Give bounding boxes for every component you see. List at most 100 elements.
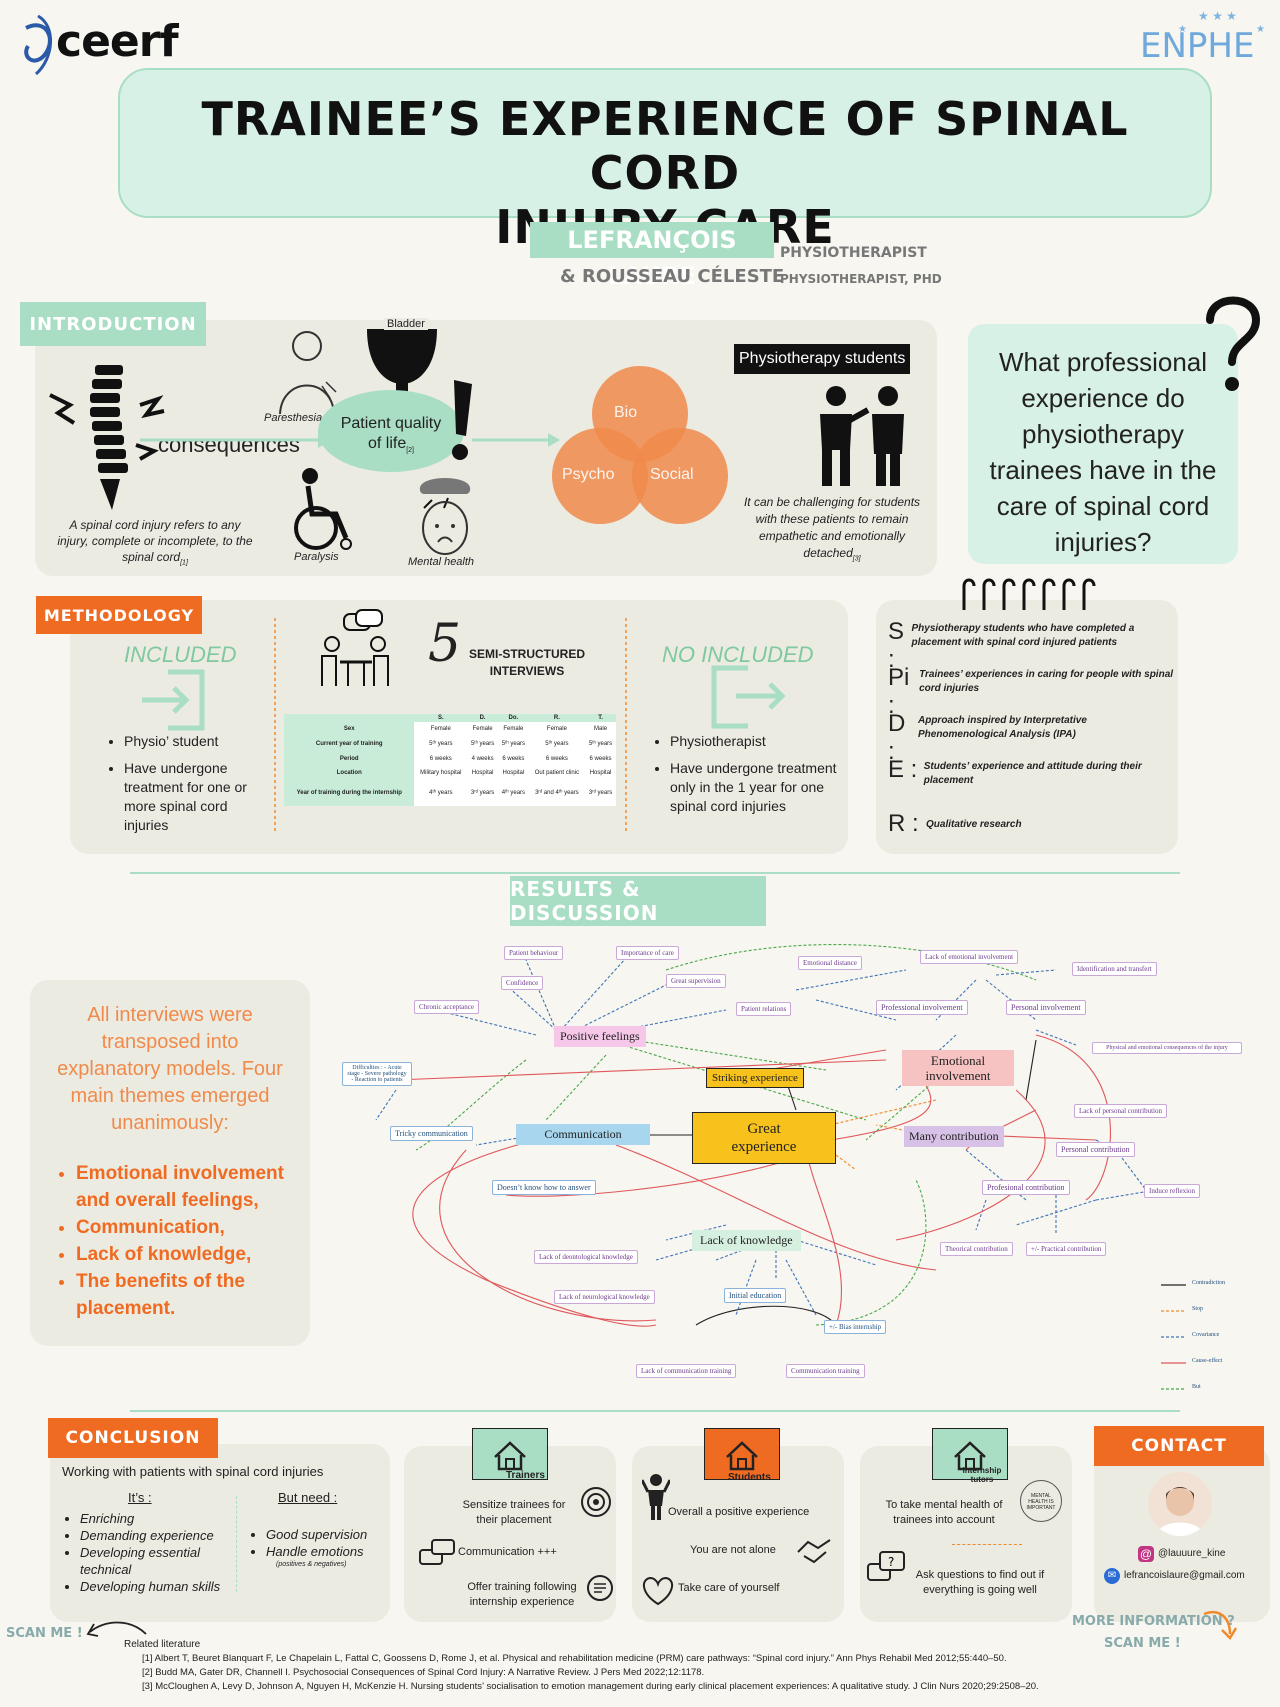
table-cell: Hospital	[502, 770, 525, 776]
mental-health-label: Mental health	[408, 556, 475, 568]
spider-row: S : Physiotherapy students who have comp…	[888, 618, 1178, 673]
node-tricky-communication: Tricky communication	[390, 1126, 473, 1141]
table-row: Location Military hospital Hospital Hosp…	[284, 766, 616, 780]
node-physical-emotional: Physical and emotional consequences of t…	[1092, 1042, 1242, 1054]
table-cell: 5ᵗʰ years	[429, 741, 453, 747]
consequences-label: consequences	[158, 432, 300, 457]
themes-list: Emotional involvement and overall feelin…	[58, 1160, 320, 1322]
its-item: Developing essential technical	[80, 1544, 250, 1578]
node-personal-involvement: Personal involvement	[1006, 1000, 1086, 1015]
exit-icon	[711, 665, 786, 729]
person-paresthesia-icon	[279, 331, 337, 415]
table-header: D.	[479, 715, 486, 721]
mental-health-stamp: MENTAL HEALTH IS IMPORTANT	[1020, 1480, 1062, 1522]
email-address[interactable]: lefrancoislaure@gmail.com	[1124, 1570, 1245, 1581]
spider-value: Qualitative research	[926, 819, 1022, 830]
divider-right	[625, 618, 627, 834]
node-emotional-line-1: Emotional	[930, 1053, 986, 1068]
legend-label: Covariance	[1192, 1332, 1220, 1338]
theme-item: Lack of knowledge,	[76, 1241, 320, 1268]
legend-label: Cause-effect	[1192, 1358, 1223, 1364]
question-mark-icon	[1206, 296, 1261, 391]
spider-value: Trainees’ experiences in caring for peop…	[919, 669, 1174, 694]
contact-tag: CONTACT	[1094, 1426, 1264, 1466]
paresthesia-label: Paresthesia	[264, 412, 323, 424]
research-question-box: What professional experience do physioth…	[968, 324, 1238, 564]
table-cell: Location	[284, 766, 415, 780]
handshake-icon	[797, 1539, 831, 1564]
spider-row: Pi : Trainees’ experiences in caring for…	[888, 664, 1178, 719]
results-intro: All interviews were transposed into expl…	[57, 1004, 283, 1134]
interviews-label: SEMI-STRUCTURED INTERVIEWS	[469, 647, 585, 678]
svg-text:★: ★	[1256, 24, 1265, 35]
excluded-list: Physiotherapist Have undergone treatment…	[654, 732, 840, 816]
conclusion-tag: CONCLUSION	[48, 1418, 218, 1458]
excluded-title: NO INCLUDED	[662, 642, 814, 667]
student-patient-icon	[820, 386, 904, 486]
spine-caption: A spinal cord injury refers to any injur…	[55, 517, 255, 571]
instagram-handle[interactable]: @lauuure_kine	[1158, 1548, 1226, 1559]
need-title: But need :	[278, 1490, 338, 1505]
its-title: It’s :	[128, 1490, 152, 1505]
author-2: & ROUSSEAU CÉLESTE	[560, 266, 785, 287]
node-difficulties: Difficulties : - Acute stage - Severe pa…	[342, 1062, 412, 1086]
presentation-icon	[587, 1575, 613, 1601]
mental-health-head-icon	[419, 478, 471, 555]
table-cell: 3ʳᵈ years	[588, 790, 613, 796]
students-badge	[704, 1428, 780, 1480]
node-patient-relations: Patient relations	[736, 1002, 792, 1016]
spider-value: Approach inspired by Interpretative Phen…	[917, 715, 1087, 740]
node-striking-experience: Striking experience	[706, 1068, 804, 1088]
table-cell: Female	[503, 726, 524, 732]
node-lack-deontological: Lack of deontological knowledge	[534, 1250, 638, 1264]
legend	[1161, 1284, 1186, 1390]
methodology-tag: METHODOLOGY	[36, 596, 202, 634]
participants-table: S. D. Do. R. T. Sex Female Female Female…	[284, 714, 616, 806]
trainers-text-1: Sensitize trainees for their placement	[462, 1499, 566, 1526]
students-text-1: Overall a positive experience	[668, 1506, 810, 1518]
table-cell: 4ᵗʰ years	[501, 790, 526, 796]
table-cell: 3ʳᵈ years	[470, 790, 495, 796]
target-icon	[581, 1487, 611, 1517]
celebrate-person-icon	[642, 1474, 670, 1520]
table-cell: Year of training during the internship	[284, 780, 415, 806]
tutors-badge	[932, 1428, 1008, 1480]
node-induce-reflexion: Induce reflexion	[1144, 1184, 1201, 1198]
node-great-supervision: Great supervision	[666, 974, 726, 988]
chat-bubbles-icon	[419, 1539, 455, 1565]
trainers-badge	[472, 1428, 548, 1480]
node-great-line-1: Great	[747, 1121, 781, 1137]
excluded-item: Physiotherapist	[670, 732, 840, 751]
node-professional-involvement: Professional involvement	[876, 1000, 968, 1015]
literature-title: Related literature	[124, 1639, 201, 1650]
node-communication: Communication	[516, 1124, 650, 1145]
included-title: INCLUDED	[124, 642, 237, 667]
node-professional-contribution: Profesional contribution	[982, 1180, 1070, 1195]
title-line-1: TRAINEE’S EXPERIENCE OF SPINAL CORD	[201, 92, 1129, 200]
qol-line-2-wrap: of life[2]	[318, 434, 464, 461]
node-personal-contribution: Personal contribution	[1056, 1142, 1135, 1157]
node-lack-emotional: Lack of emotional involvement	[920, 950, 1019, 964]
enphe-logo: ★ ★ ★ ★ ★ ENPHE	[1138, 9, 1278, 70]
node-bias-internship: +/- Bias internship	[824, 1320, 887, 1334]
spine-caption-text: A spinal cord injury refers to any injur…	[57, 518, 253, 564]
tutors-orange-line	[952, 1544, 1022, 1545]
explanatory-model-diagram: Contradiction Stop Covariance Cause-effe…	[336, 940, 1246, 1400]
table-cell: Female	[472, 726, 493, 732]
included-item: Have undergone treatment for one or more…	[124, 759, 274, 835]
conclusion-divider	[236, 1496, 237, 1592]
spider-key: R :	[888, 810, 919, 837]
node-importance-of-care: Importance of care	[616, 946, 679, 960]
heart-hands-icon	[642, 1576, 674, 1606]
table-cell: Period	[284, 752, 415, 766]
table-cell: 5ᵗʰ years	[588, 741, 613, 747]
conclusion-panel	[50, 1444, 390, 1622]
ref-1: [1]	[180, 559, 188, 567]
svg-text:?: ?	[888, 1555, 894, 1569]
node-communication-training: Communication training	[786, 1364, 865, 1378]
interview-icon	[321, 609, 389, 686]
theme-item: Communication,	[76, 1214, 320, 1241]
included-item: Physio’ student	[124, 732, 274, 751]
table-cell: 6 weeks	[502, 756, 525, 762]
enphe-logo-text: ENPHE	[1140, 26, 1255, 66]
